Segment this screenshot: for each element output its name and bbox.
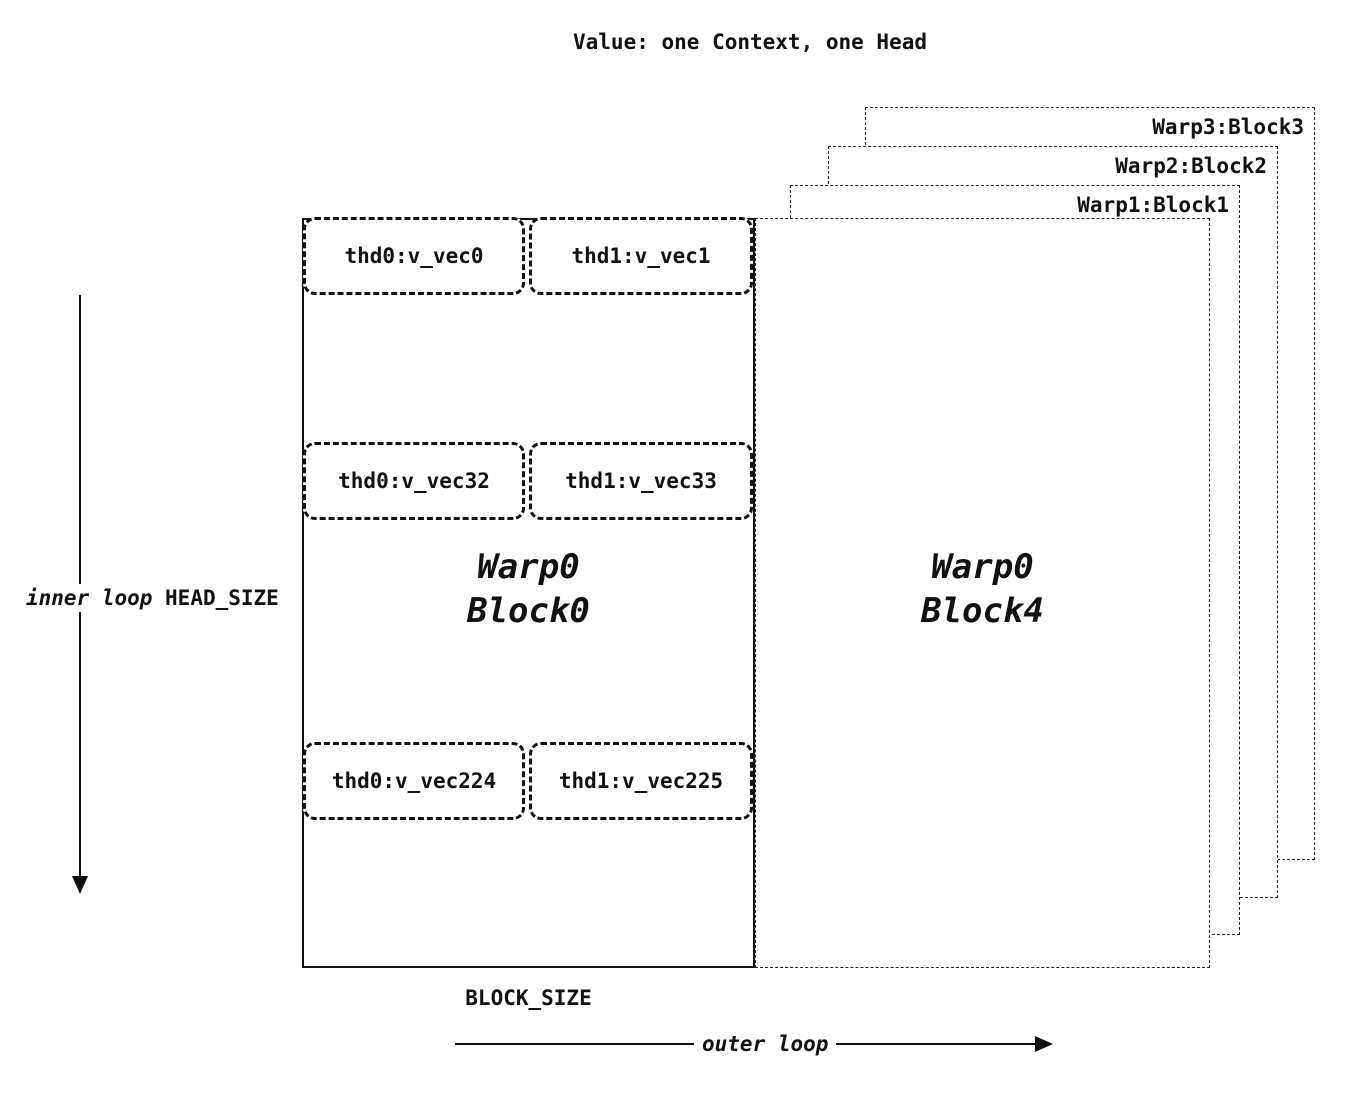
thread-vector-box: thd1:v_vec33 — [529, 442, 753, 520]
block0-outline — [302, 218, 755, 968]
inner-loop-arrowhead-icon — [72, 876, 88, 894]
outer-loop-label: outer loop — [694, 1032, 837, 1056]
stacked-block-warp1-label: Warp1:Block1 — [1077, 193, 1229, 217]
block4-label-line1: Warp0 — [931, 547, 1034, 587]
thread-vector-box: thd1:v_vec225 — [529, 742, 753, 820]
stacked-block-warp2-label: Warp2:Block2 — [1115, 154, 1267, 178]
diagram-title: Value: one Context, one Head — [572, 30, 928, 54]
head-size-text: HEAD_SIZE — [165, 586, 279, 610]
thread-vector-box: thd0:v_vec224 — [303, 742, 525, 820]
outer-loop-arrowhead-icon — [1035, 1036, 1053, 1052]
block0-label: Warp0 Block0 — [302, 545, 755, 633]
block4-outline — [755, 218, 1210, 968]
block0-label-line1: Warp0 — [477, 547, 580, 587]
block4-label-line2: Block4 — [921, 591, 1044, 631]
inner-loop-label: inner loop HEAD_SIZE — [22, 584, 283, 612]
block4-label: Warp0 Block4 — [755, 545, 1210, 633]
thread-vector-box: thd0:v_vec32 — [303, 442, 525, 520]
thread-vector-box: thd1:v_vec1 — [529, 217, 753, 295]
thread-vector-box: thd0:v_vec0 — [303, 217, 525, 295]
block0-label-line2: Block0 — [467, 591, 590, 631]
stacked-block-warp3-label: Warp3:Block3 — [1152, 115, 1304, 139]
block-size-label: BLOCK_SIZE — [465, 986, 592, 1010]
inner-loop-text: inner loop — [26, 586, 153, 610]
